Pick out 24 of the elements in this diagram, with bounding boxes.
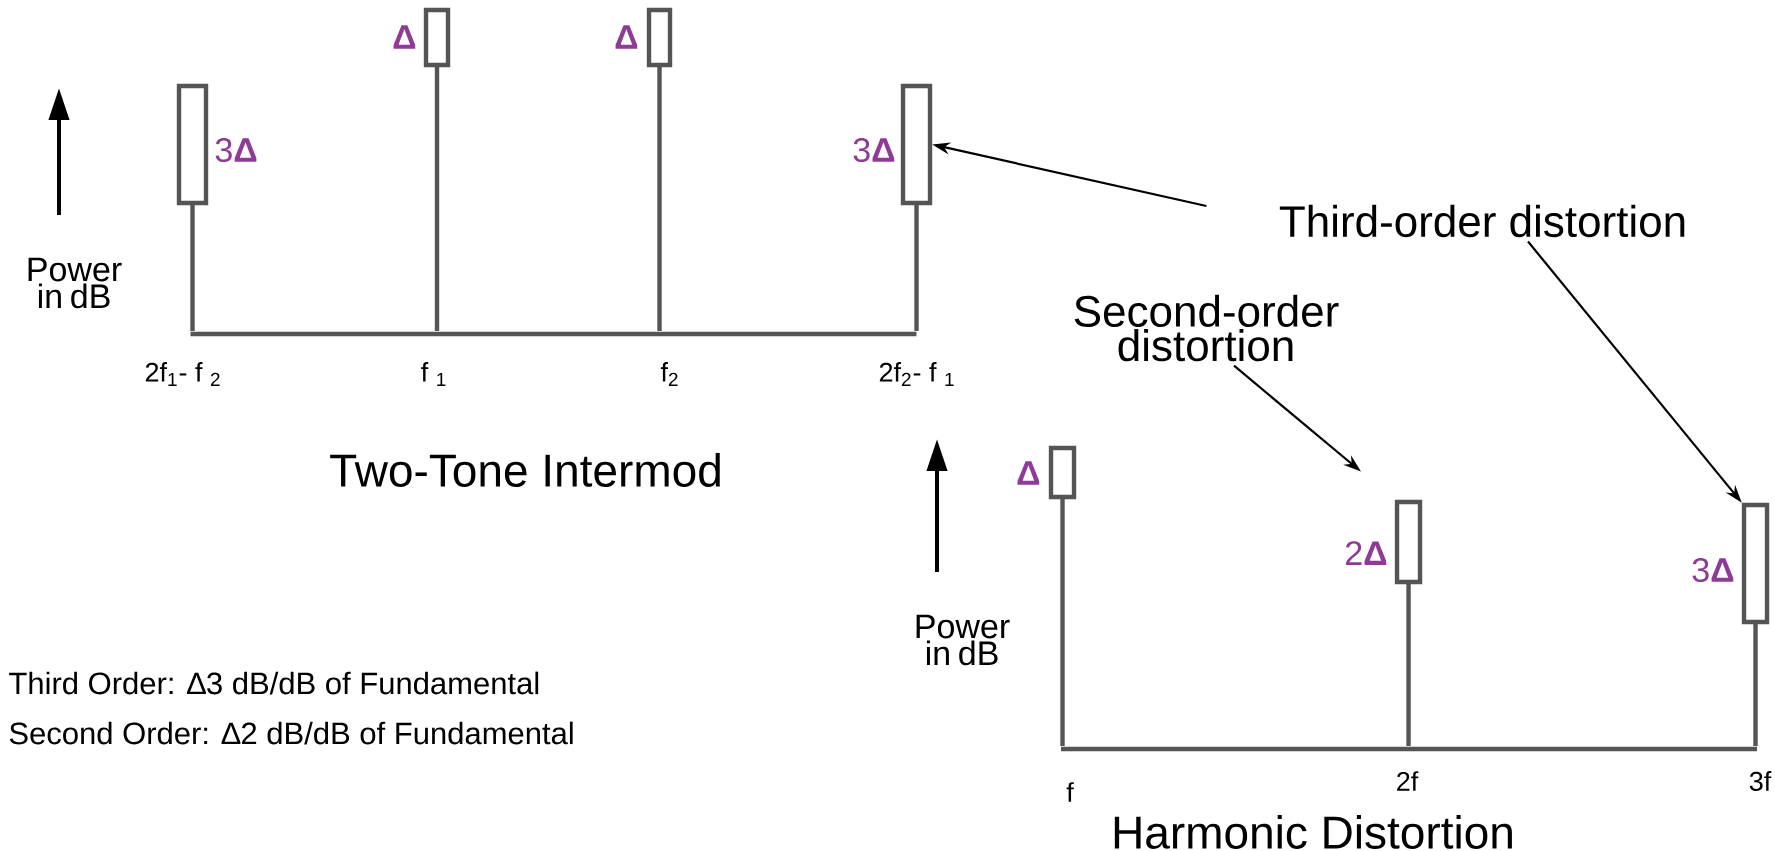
chart-title: Two-Tone Intermod (330, 453, 720, 487)
delta-label: 3Δ (215, 137, 257, 163)
spectral-line (423, 7, 451, 331)
delta-label: 3Δ (853, 137, 895, 163)
delta-label: 3Δ (1692, 557, 1734, 583)
axis-label: 2f (1397, 771, 1419, 791)
note-text: Second Order: ∆2 dB/dB of Fundamental (9, 721, 573, 745)
callout-text: Third-order distortion (1279, 204, 1685, 238)
delta-label: 2Δ (1346, 541, 1387, 565)
spectral-line (646, 7, 673, 331)
delta-label: Δ (1017, 461, 1040, 485)
axis-label: 2f$_{1}$- f $_{2}$ (145, 362, 220, 386)
spectral-line (1741, 502, 1770, 746)
delta-label: Δ (615, 25, 638, 49)
spectral-line (176, 83, 209, 331)
spectral-line (1048, 445, 1077, 746)
delta-label: Δ (393, 25, 416, 49)
axis-label: f (1066, 782, 1074, 802)
spectral-line (900, 83, 933, 331)
spectral-line (1394, 499, 1423, 746)
callout-text: Second-order distortion (1074, 294, 1339, 362)
axis-label: 3f (1749, 771, 1772, 791)
chart-title: Harmonic Distortion (1114, 815, 1512, 849)
note-text: Third Order: ∆3 dB/dB of Fundamental (9, 671, 539, 695)
